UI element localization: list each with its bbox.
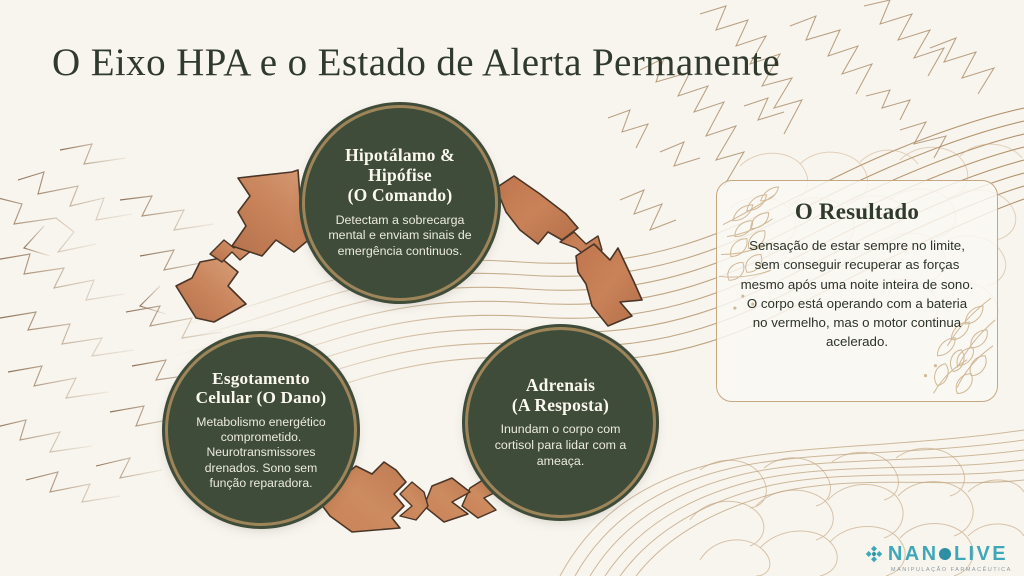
node-title-line2: (A Resposta) (511, 394, 610, 415)
node-title: Esgotamento Celular (O Dano) (196, 369, 327, 408)
arrow-hipotalamo-to-adrenais (495, 175, 643, 327)
node-title-line1: Hipotálamo & (345, 145, 455, 166)
cycle-node-esgotamento-celular[interactable]: Esgotamento Celular (O Dano) Metabolismo… (168, 337, 354, 523)
arrow-adrenais-to-esgotamento (317, 461, 501, 533)
node-description: Inundam o corpo com cortisol para lidar … (494, 422, 627, 468)
cycle-node-hipotalamo-hipofise[interactable]: Hipotálamo & Hipófise (O Comando) Detect… (305, 108, 495, 298)
nanolive-logo: NAN LIVE MANIPULAÇÃO FARMACÊUTICA (865, 544, 1010, 573)
logo-tagline: MANIPULAÇÃO FARMACÊUTICA (890, 567, 1012, 573)
node-title-line1: Esgotamento (212, 368, 310, 388)
result-panel-title: O Resultado (794, 199, 920, 224)
result-panel: O Resultado Sensação de estar sempre no … (716, 180, 998, 402)
logo-word-part1: NAN (887, 543, 939, 565)
node-title: Adrenais (A Resposta) (511, 374, 610, 416)
node-title-line1: Adrenais (525, 374, 596, 395)
node-description: Detectam a sobrecarga mental e enviam si… (328, 212, 472, 258)
node-title-line2: Hipófise (368, 165, 432, 186)
logo-o-dot-icon (939, 548, 952, 560)
node-title: Hipotálamo & Hipófise (O Comando) (345, 146, 455, 205)
logo-word-part2: LIVE (953, 543, 1008, 565)
node-description: Metabolismo energético comprometido. Neu… (196, 414, 326, 491)
node-title-line3: (O Comando) (347, 184, 453, 205)
nanolive-mark-icon (865, 545, 883, 563)
logo-wordmark: NAN LIVE (888, 544, 1008, 564)
cycle-node-adrenais[interactable]: Adrenais (A Resposta) Inundam o corpo co… (468, 330, 653, 515)
result-panel-body: Sensação de estar sempre no limite, sem … (740, 238, 974, 350)
page-title: O Eixo HPA e o Estado de Alerta Permanen… (52, 41, 781, 84)
node-title-line2: Celular (O Dano) (195, 388, 327, 408)
